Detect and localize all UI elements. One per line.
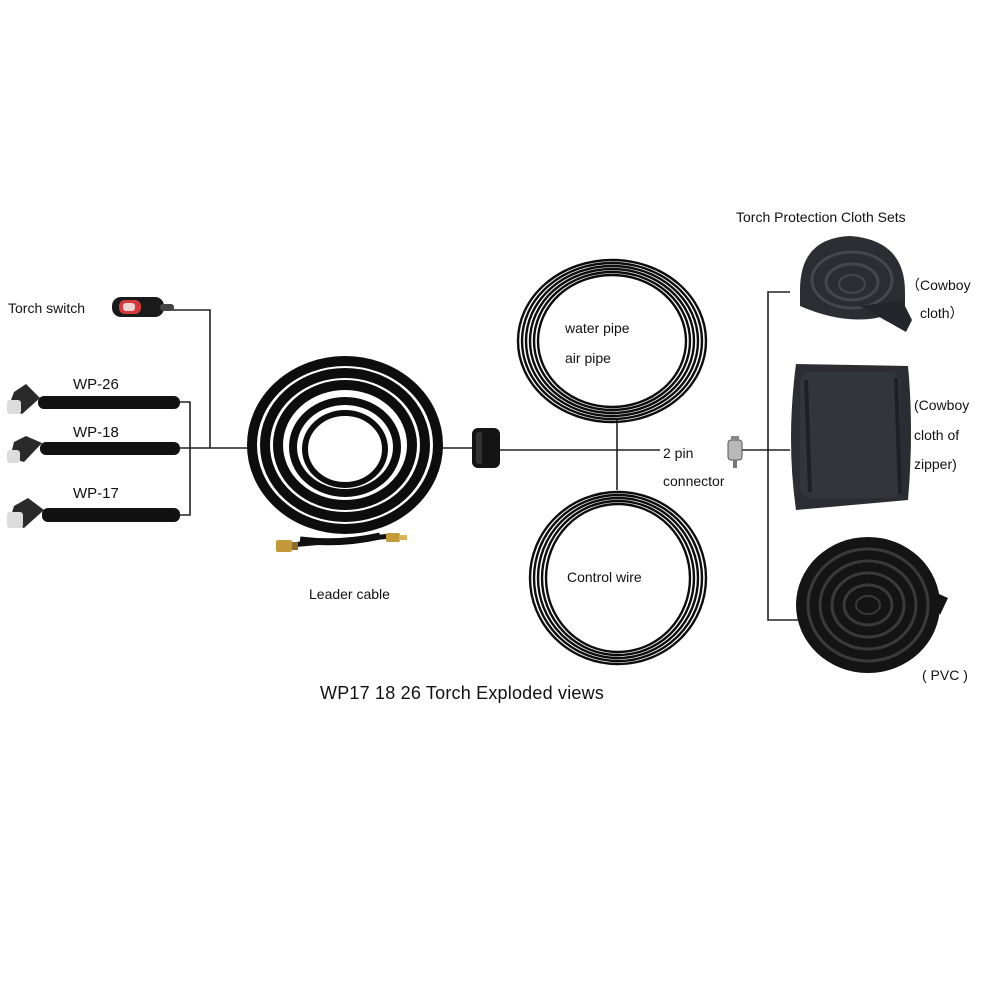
cable-coil-icon [516, 258, 708, 424]
diagram-title: WP17 18 26 Torch Exploded views [320, 683, 605, 703]
cable-coil-icon [247, 356, 443, 548]
protection-cloth-icon [800, 236, 912, 332]
water-pipe-label: water pipe [565, 320, 630, 336]
zipper-cloth-label-line1: (Cowboy [914, 397, 970, 413]
wp18-label: WP-18 [73, 424, 119, 441]
wp26-label: WP-26 [73, 376, 119, 393]
cable-coil-icon [528, 490, 708, 666]
torch-switch-icon [112, 297, 174, 317]
tig-torch-icon [7, 498, 180, 528]
air-pipe-label: air pipe [565, 350, 611, 366]
pin-connector-icon [727, 436, 743, 468]
tig-torch-icon [7, 384, 180, 414]
protection-cloth-icon [796, 537, 948, 673]
wp17-label: WP-17 [73, 485, 119, 502]
pvc-label: ( PVC ) [922, 667, 968, 683]
torch-switch-label: Torch switch [8, 300, 86, 316]
cowboy-cloth-label-line2: cloth） [920, 305, 964, 321]
cloth-bracket-line [767, 291, 798, 621]
pin-connector-icon [472, 428, 500, 468]
wp26-line [180, 401, 191, 516]
tig-torch-icon [7, 436, 180, 463]
switch-line [172, 309, 211, 448]
leader-cable-label: Leader cable [309, 586, 390, 602]
connection-lines [172, 291, 798, 621]
two-pin-label: 2 pin [663, 445, 694, 461]
zipper-cloth-label-line3: zipper) [914, 456, 957, 472]
cowboy-cloth-label-line1: （Cowboy [906, 277, 971, 293]
protection-cloth-icon [791, 364, 911, 510]
protection-sets-label: Torch Protection Cloth Sets [736, 209, 906, 225]
zipper-cloth-label-line2: cloth of [914, 427, 960, 443]
control-wire-label: Control wire [567, 569, 642, 585]
connector-label: connector [663, 473, 725, 489]
leader-cable-fittings [276, 533, 407, 552]
